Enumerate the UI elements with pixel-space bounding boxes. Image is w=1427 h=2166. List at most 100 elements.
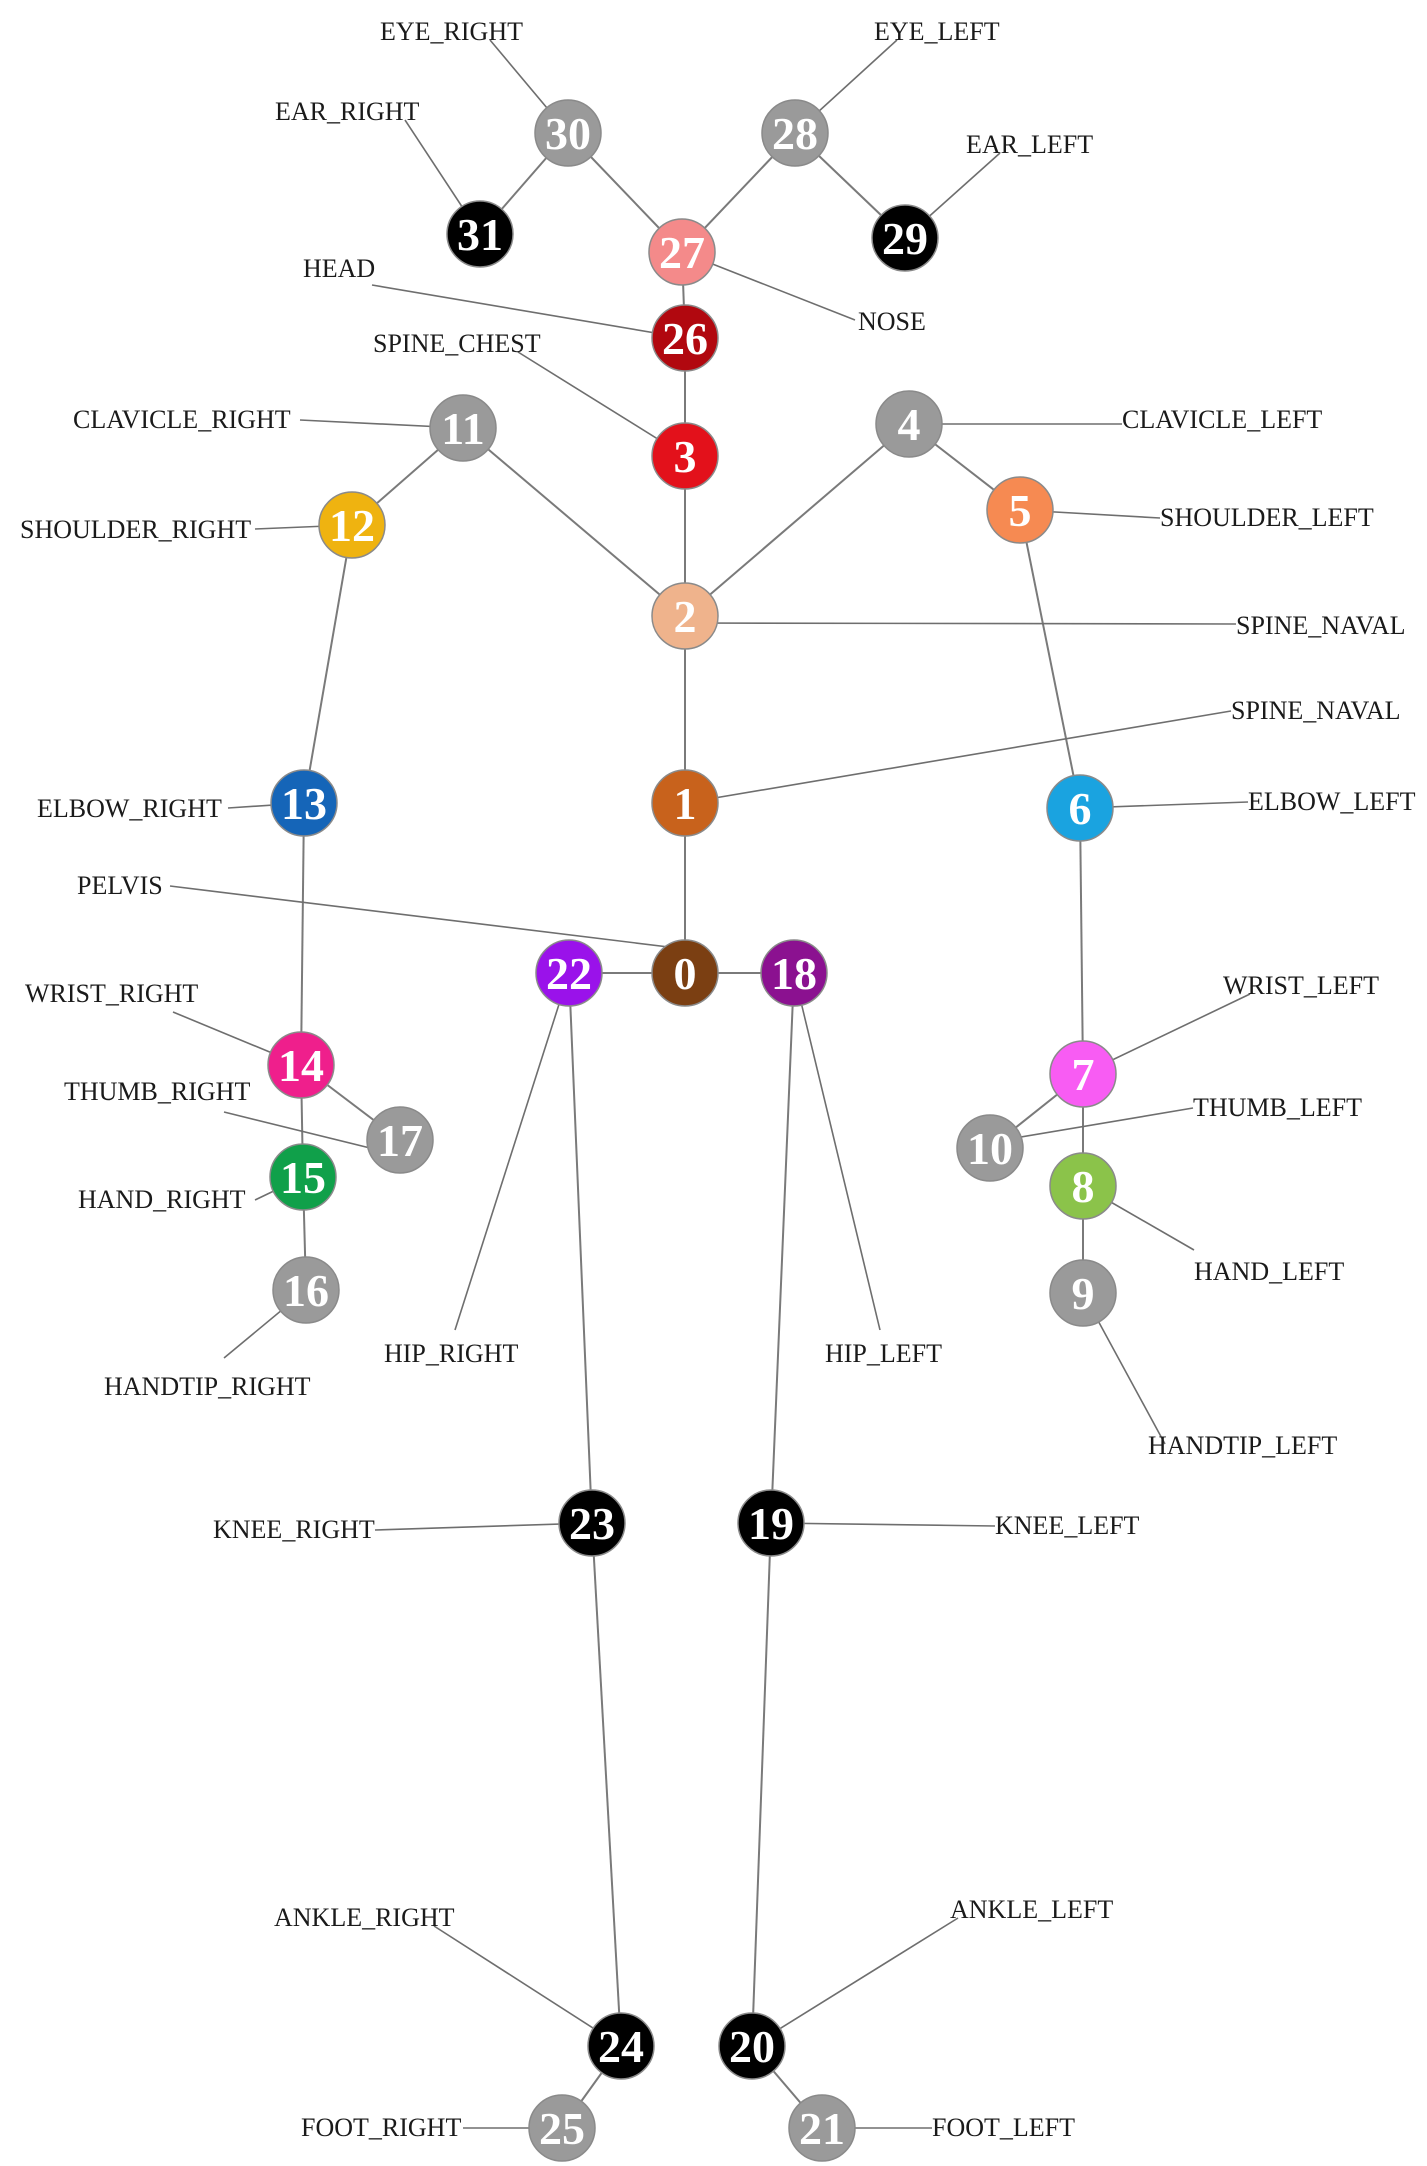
joint-node-number: 1 xyxy=(674,778,697,829)
joint-node-2: 2 xyxy=(651,582,719,650)
joint-label-shoulder-left: SHOULDER_LEFT xyxy=(1160,503,1374,532)
joint-label-hip-left: HIP_LEFT xyxy=(825,1339,942,1368)
joint-node-circle xyxy=(318,491,386,559)
leader-line-knee-left xyxy=(770,1522,996,1527)
leader-line-head xyxy=(371,284,686,339)
joint-node-circle xyxy=(651,304,719,372)
joint-node-circle xyxy=(1049,1040,1117,1108)
joint-label-foot-right: FOOT_RIGHT xyxy=(301,2113,461,2142)
joint-label-ear-left: EAR_LEFT xyxy=(966,130,1093,159)
joint-node-circle xyxy=(651,939,719,1007)
joint-node-number: 4 xyxy=(898,399,921,450)
joint-node-23: 23 xyxy=(558,1489,626,1557)
joint-node-number: 28 xyxy=(772,108,818,159)
joint-node-number: 10 xyxy=(967,1123,1013,1174)
joint-node-circle xyxy=(558,1489,626,1557)
joint-node-number: 24 xyxy=(598,2021,644,2072)
joint-label-hand-left: HAND_LEFT xyxy=(1194,1257,1344,1286)
joint-node-10: 10 xyxy=(956,1114,1024,1182)
joint-node-circle xyxy=(534,99,602,167)
bone-edge-2-11 xyxy=(462,427,686,617)
joint-label-eye-right: EYE_RIGHT xyxy=(380,17,523,46)
joint-node-circle xyxy=(761,99,829,167)
joint-label-thumb-left: THUMB_LEFT xyxy=(1193,1093,1362,1122)
joint-label-wrist-right: WRIST_RIGHT xyxy=(25,979,198,1008)
joint-label-clavicle-left: CLAVICLE_LEFT xyxy=(1122,405,1322,434)
joint-node-5: 5 xyxy=(986,476,1054,544)
joint-node-circle xyxy=(269,1143,337,1211)
joint-node-circle xyxy=(986,476,1054,544)
joint-node-number: 8 xyxy=(1072,1161,1095,1212)
joint-node-number: 3 xyxy=(674,431,697,482)
leader-line-hip-right xyxy=(454,972,570,1331)
bone-edge-22-23 xyxy=(568,972,593,1524)
joint-label-spine-naval: SPINE_NAVAL xyxy=(1231,696,1401,725)
joint-node-22: 22 xyxy=(535,939,603,1007)
joint-node-number: 5 xyxy=(1009,485,1032,536)
joint-node-number: 27 xyxy=(659,227,705,278)
joint-label-ankle-left: ANKLE_LEFT xyxy=(950,1895,1113,1924)
joint-node-circle xyxy=(875,390,943,458)
joint-node-number: 9 xyxy=(1072,1268,1095,1319)
joint-label-handtip-right: HANDTIP_RIGHT xyxy=(104,1372,311,1401)
joint-node-number: 11 xyxy=(441,403,484,454)
joint-node-20: 20 xyxy=(718,2012,786,2080)
joint-label-spine-naval: SPINE_NAVAL xyxy=(1236,611,1406,640)
joint-node-number: 22 xyxy=(546,948,592,999)
joint-node-circle xyxy=(535,939,603,1007)
joint-node-circle xyxy=(1049,1152,1117,1220)
joint-node-15: 15 xyxy=(269,1143,337,1211)
joint-node-26: 26 xyxy=(651,304,719,372)
joint-nodes: 0123456789101112131415161718192021222324… xyxy=(267,99,1117,2162)
joint-node-circle xyxy=(871,204,939,272)
joint-node-circle xyxy=(270,769,338,837)
joint-node-number: 30 xyxy=(545,108,591,159)
joint-node-circle xyxy=(651,422,719,490)
leader-line-hip-left xyxy=(793,972,881,1331)
leader-line-pelvis xyxy=(169,885,686,950)
joint-node-circle xyxy=(366,1106,434,1174)
joint-node-circle xyxy=(788,2094,856,2162)
joint-label-eye-left: EYE_LEFT xyxy=(874,17,1000,46)
joint-label-elbow-left: ELBOW_LEFT xyxy=(1248,787,1416,816)
joint-label-knee-left: KNEE_LEFT xyxy=(995,1511,1140,1540)
joint-node-11: 11 xyxy=(429,394,497,462)
joint-node-circle xyxy=(760,939,828,1007)
joint-node-circle xyxy=(267,1031,335,1099)
joint-node-28: 28 xyxy=(761,99,829,167)
leader-line-spine-naval xyxy=(684,622,1237,625)
joint-node-circle xyxy=(429,394,497,462)
joint-node-circle xyxy=(272,1256,340,1324)
joint-label-foot-left: FOOT_LEFT xyxy=(932,2113,1075,2142)
joint-node-9: 9 xyxy=(1049,1259,1117,1327)
leader-line-thumb-left xyxy=(1014,1107,1194,1139)
joint-label-nose: NOSE xyxy=(858,307,926,336)
joint-node-0: 0 xyxy=(651,939,719,1007)
joint-node-24: 24 xyxy=(587,2012,655,2080)
joint-node-number: 13 xyxy=(281,778,327,829)
bone-edge-23-24 xyxy=(591,1522,622,2047)
joint-node-number: 7 xyxy=(1072,1049,1095,1100)
joint-node-circle xyxy=(651,769,719,837)
joint-node-number: 20 xyxy=(729,2021,775,2072)
joint-node-number: 21 xyxy=(799,2103,845,2154)
joint-node-circle xyxy=(651,582,719,650)
joint-node-number: 19 xyxy=(748,1498,794,1549)
joint-node-number: 17 xyxy=(377,1115,423,1166)
joint-node-number: 25 xyxy=(539,2103,585,2154)
joint-label-wrist-left: WRIST_LEFT xyxy=(1223,971,1379,1000)
joint-node-25: 25 xyxy=(528,2094,596,2162)
joint-node-number: 26 xyxy=(662,313,708,364)
joint-node-21: 21 xyxy=(788,2094,856,2162)
bone-edge-18-19 xyxy=(770,972,795,1524)
bone-edge-5-6 xyxy=(1019,509,1081,809)
bone-edge-2-4 xyxy=(684,423,910,617)
joint-node-number: 0 xyxy=(674,948,697,999)
bone-edge-12-13 xyxy=(303,524,353,804)
joint-label-handtip-left: HANDTIP_LEFT xyxy=(1148,1431,1337,1460)
joint-node-circle xyxy=(1046,774,1114,842)
bone-edge-6-7 xyxy=(1079,807,1084,1075)
joint-node-number: 12 xyxy=(329,500,375,551)
